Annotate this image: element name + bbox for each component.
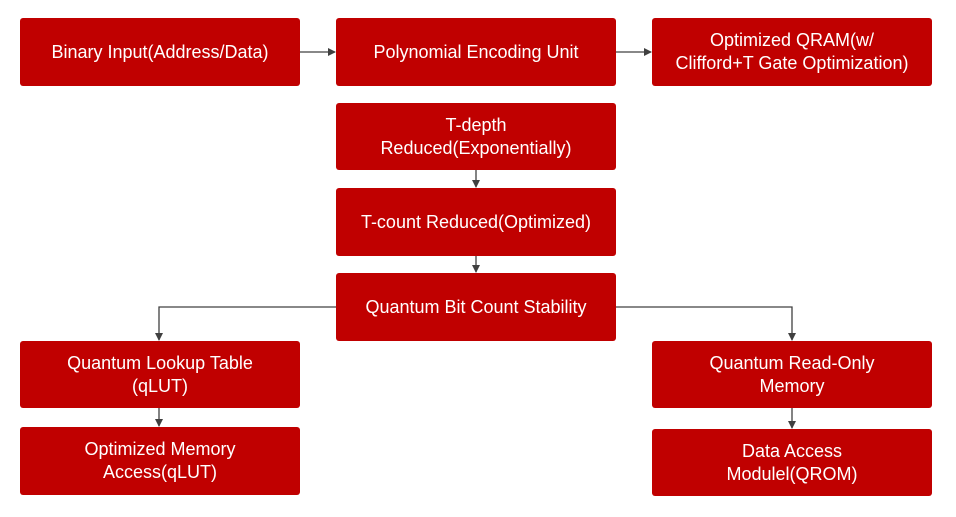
node-label-line: Reduced(Exponentially)	[380, 137, 572, 158]
node-label-line: Access(qLUT)	[102, 462, 218, 482]
node-label-line: T-depth	[445, 114, 507, 135]
node-label-line: Memory	[759, 375, 825, 396]
node-label-line: Polynomial Encoding Unit	[373, 41, 579, 62]
node-label-line: Clifford+T Gate Optimization)	[675, 53, 909, 73]
optimized-qram-node: Optimized QRAM(w/Clifford+T Gate Optimiz…	[652, 18, 932, 86]
node-label-line: T-count Reduced(Optimized)	[360, 211, 592, 232]
binary-input-node: Binary Input(Address/Data)	[20, 18, 300, 86]
node-label-line: Binary Input(Address/Data)	[51, 41, 269, 62]
node-label-line: Quantum Bit Count Stability	[365, 296, 587, 317]
polynomial-encoding-node: Polynomial Encoding Unit	[336, 18, 616, 86]
qubit-stability-node: Quantum Bit Count Stability	[336, 273, 616, 341]
node-label-line: Quantum Lookup Table	[67, 352, 253, 373]
qlut-node: Quantum Lookup Table(qLUT)	[20, 341, 300, 408]
node-label-line: Optimized Memory	[84, 439, 236, 459]
arrow-stability-to-qlut	[155, 306, 336, 341]
node-label-line: Data Access	[741, 440, 843, 461]
arrow-stability-to-qrom	[616, 306, 796, 341]
node-label-line: Optimized QRAM(w/	[709, 30, 875, 50]
t-count-node: T-count Reduced(Optimized)	[336, 188, 616, 256]
node-label-line: Quantum Read-Only	[709, 352, 875, 373]
node-label-line: (qLUT)	[131, 375, 188, 396]
node-label-line: Modulel(QROM)	[726, 463, 858, 484]
